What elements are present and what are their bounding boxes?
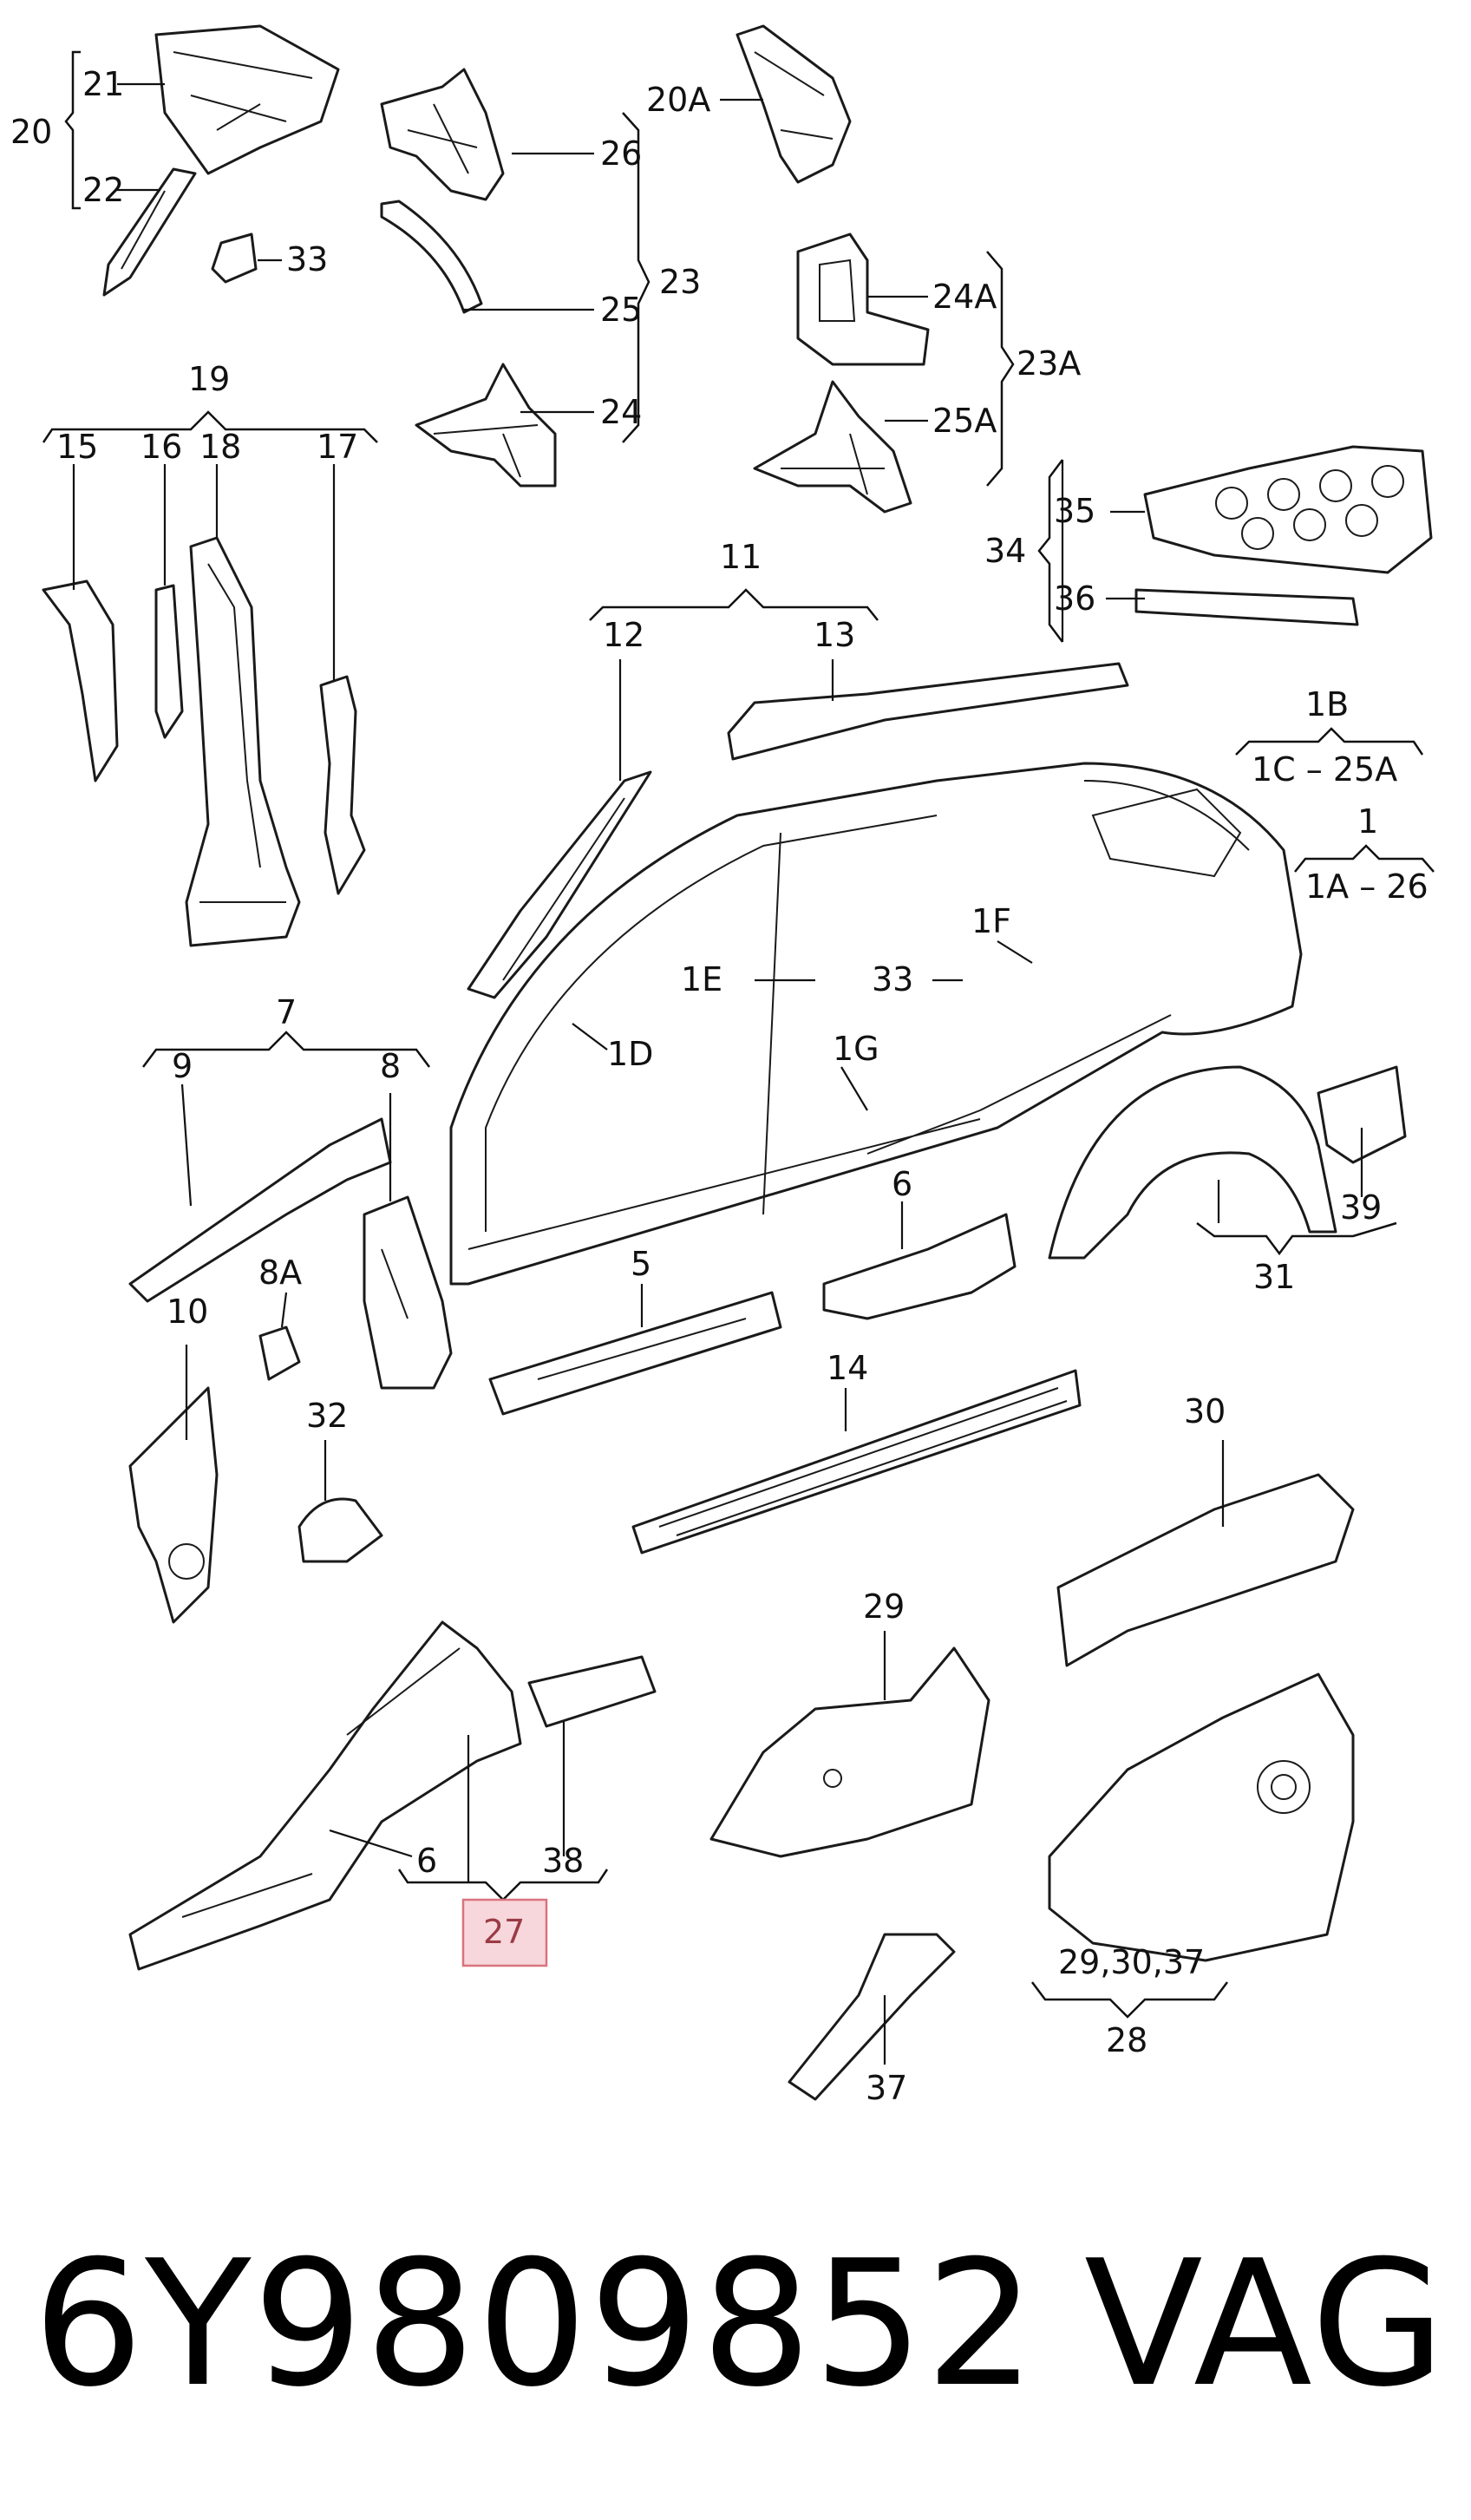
callout-17: 17 [317,428,358,466]
part-24 [415,363,557,488]
callout-25A: 25A [932,402,997,440]
callout-30: 30 [1184,1392,1226,1430]
part-1-body-side [449,762,1303,1286]
callout-15: 15 [56,428,98,466]
part-22 [102,167,197,297]
part-20A [736,24,852,184]
part-28-assembly [1048,1672,1355,1962]
callout-6b: 6 [416,1842,437,1880]
leader-lines [42,50,1435,2065]
callout-22: 22 [82,171,124,209]
part-25 [380,200,483,314]
callout-27: 27 [483,1913,525,1951]
callout-31: 31 [1253,1258,1295,1296]
callout-36: 36 [1054,579,1095,618]
part-6 [822,1213,1017,1320]
callout-1: 1 [1357,802,1378,841]
callout-29-30-37: 29,30,37 [1058,1943,1205,1981]
callout-25: 25 [600,291,642,329]
part-37 [788,1933,956,2101]
callout-14: 14 [827,1349,868,1387]
callout-1C-25A: 1C – 25A [1252,750,1397,789]
part-25A [753,380,912,514]
part-13 [727,662,1129,761]
part-26 [380,68,505,201]
part-33-clip [211,232,258,284]
callout-1F: 1F [971,902,1011,940]
part-10 [128,1386,219,1624]
part-32 [297,1497,383,1563]
callout-21: 21 [82,65,124,103]
callout-12: 12 [603,616,644,654]
callout-9: 9 [172,1047,193,1085]
part-21 [154,24,340,175]
part-18 [185,536,301,947]
part-17 [319,675,366,895]
part-29 [709,1646,990,1858]
callout-8A: 8A [258,1253,302,1292]
callout-6: 6 [892,1165,912,1203]
part-36 [1134,588,1359,626]
part-15 [42,579,119,782]
callout-16: 16 [141,428,182,466]
part-16 [154,584,184,739]
part-8A [258,1325,301,1381]
callout-32: 32 [306,1397,348,1435]
part-14 [631,1369,1082,1555]
callout-24: 24 [600,393,642,431]
callout-23A: 23A [1017,344,1081,383]
part-39 [1317,1065,1407,1164]
callout-1G: 1G [833,1030,879,1068]
callout-20: 20 [10,113,52,151]
callout-24A: 24A [932,278,997,316]
callout-7: 7 [276,993,297,1031]
part-24A [796,232,930,366]
callout-26: 26 [600,134,642,173]
callout-37: 37 [866,2069,907,2107]
callout-1D: 1D [607,1035,653,1073]
part-31 [1048,1065,1337,1260]
callout-1B: 1B [1305,685,1349,723]
callout-8: 8 [380,1047,401,1085]
callout-33b: 33 [872,960,913,998]
callout-1A-26: 1A – 26 [1305,867,1429,906]
part-5 [488,1291,782,1416]
part-27 [128,1620,522,1971]
callout-34: 34 [984,532,1026,570]
callout-23: 23 [659,263,701,301]
part-38 [527,1655,657,1728]
part-drawings [42,24,1433,2101]
highlight-box-27 [461,1898,548,1967]
part-9 [128,1117,392,1303]
callout-29: 29 [863,1587,905,1626]
callout-18: 18 [199,428,241,466]
callout-38: 38 [542,1842,584,1880]
callout-35: 35 [1054,492,1095,530]
callout-5: 5 [631,1245,651,1283]
callout-13: 13 [814,616,855,654]
callout-1E: 1E [681,960,722,998]
part-30 [1056,1473,1355,1667]
callout-39: 39 [1340,1188,1382,1227]
part-number-text: 6Y9809852 [33,2223,1038,2425]
callout-11: 11 [720,538,762,576]
callout-20A: 20A [646,81,710,119]
brand-text: VAG [1084,2223,1448,2425]
callout-10: 10 [167,1293,208,1331]
part-8 [363,1195,453,1390]
callout-33: 33 [286,240,328,278]
callout-28: 28 [1106,2021,1147,2059]
callout-19: 19 [188,360,230,398]
callout-labels: 20 21 22 33 26 25 23 24 20A 24A 25A 23A … [10,65,1429,2107]
